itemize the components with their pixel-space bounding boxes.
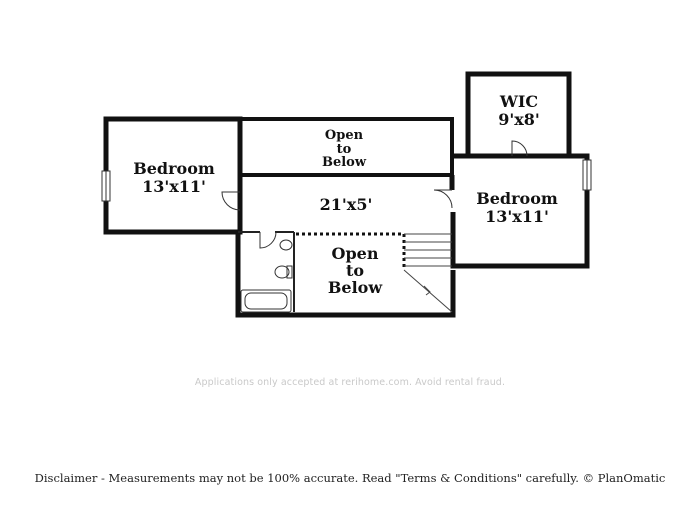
wic-dims: 9'x8' <box>498 110 540 129</box>
wall-bedroom-right <box>450 153 590 269</box>
stair-diagonal <box>403 269 453 313</box>
bedroom-right-name: Bedroom <box>476 189 558 208</box>
bathtub-inner-icon <box>244 292 288 310</box>
bathtub-icon <box>240 289 292 313</box>
doors <box>221 140 528 249</box>
disclaimer-text: Disclaimer - Measurements may not be 100… <box>34 471 666 485</box>
door-bedroom-right <box>433 189 453 209</box>
door-bedroom-left <box>221 191 241 211</box>
open-bottom-line2: to <box>346 261 364 280</box>
watermark-text: Applications only accepted at rerihome.c… <box>194 377 506 388</box>
bedroom-left-name: Bedroom <box>133 159 215 178</box>
toilet-icon <box>274 265 290 279</box>
open-bottom-line3: Below <box>328 278 383 297</box>
open-bottom-line1: Open <box>332 244 379 263</box>
partitions <box>238 231 295 312</box>
bath-fixtures <box>240 239 293 313</box>
bedroom-left-dims: 13'x11' <box>142 177 206 196</box>
hall-dims: 21'x5' <box>320 195 373 214</box>
open-top-line3: Below <box>322 155 367 170</box>
wic-name: WIC <box>499 92 538 111</box>
door-bath <box>259 231 277 249</box>
wall-lower-section <box>235 232 456 318</box>
railings <box>242 173 450 270</box>
toilet-tank-icon <box>286 265 293 279</box>
stair-arrow <box>423 285 431 296</box>
bedroom-right-dims: 13'x11' <box>485 207 549 226</box>
door-wic <box>511 140 528 157</box>
open-top-line2: to <box>337 142 352 157</box>
windows <box>101 159 592 202</box>
stairs <box>403 233 453 313</box>
sink-icon <box>279 239 293 251</box>
open-top-line1: Open <box>325 128 364 143</box>
